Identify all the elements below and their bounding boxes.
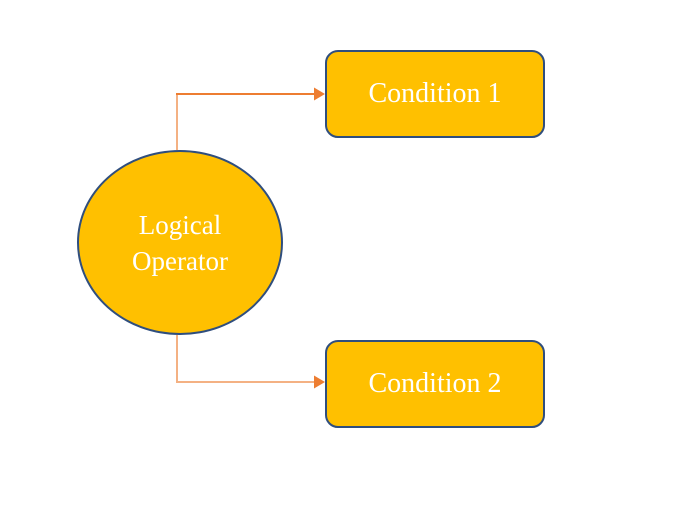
- node-condition-1: Condition 1: [325, 50, 545, 138]
- node-logical-operator: Logical Operator: [77, 150, 283, 335]
- logical-operator-label-line1: Logical: [138, 209, 222, 240]
- condition-2-label: Condition 2: [368, 368, 502, 399]
- node-condition-2: Condition 2: [325, 340, 545, 428]
- connector-top-arrowhead-icon: [314, 87, 325, 101]
- connector-bottom-arrowhead-icon: [314, 375, 325, 389]
- condition-1-label: Condition 1: [368, 78, 502, 109]
- logical-operator-label-line2: Operator: [132, 245, 228, 276]
